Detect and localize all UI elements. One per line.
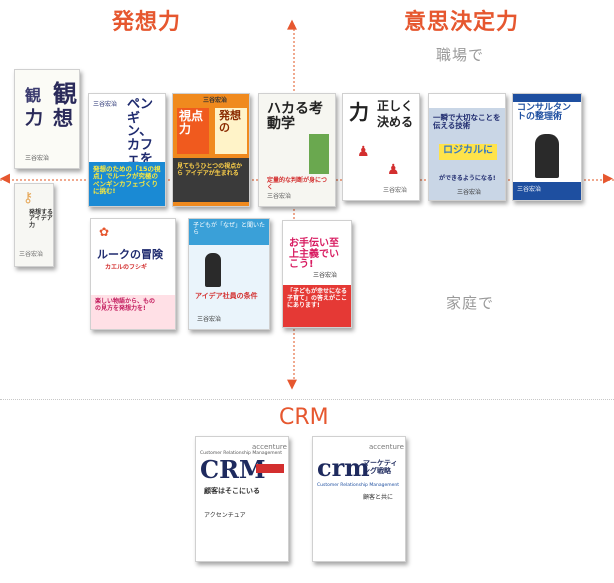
book-title: CRM [200,455,266,484]
heading-ishi-kettei: 意思決定力 [404,10,520,35]
book-brand: accenture [252,443,287,451]
book-subtitle: マーケティング戦略 [363,459,398,476]
book-otetsudai[interactable]: お手伝い至上主義でいこう! 「子どもが幸せになる子育て」の答えがここにあります!… [282,220,352,328]
book-title: アイデア社員の条件 [195,292,258,300]
arrow-left-icon: ◀ [0,171,10,186]
book-band: 子どもが「なぜ」と聞いたら [189,219,269,245]
book-author: 三谷宏治 [19,251,44,258]
person-figure [535,134,559,178]
book-subtitle: 顧客はそこにいる [204,487,260,495]
book-crm-2[interactable]: accenture crm マーケティング戦略 Customer Relatio… [312,436,406,562]
axis-label-work: 職場で [436,46,485,64]
book-banner-text: 楽しい物語から、ものの見方を発想力を! [95,298,156,312]
heading-crm: CRM [279,405,329,430]
book-band [513,94,581,102]
book-title: コンサルタントの整理術 [517,103,572,123]
figure-icon: ♟ [387,162,400,178]
book-banner-text: 「子どもが幸せになる子育て」の答えがここにあります! [287,288,348,309]
book-banner-text: 定量的な判断が身につく [267,177,328,191]
book-author: 三谷宏治 [517,186,542,193]
book-title: 観 [53,80,77,108]
book-panel [215,108,247,154]
heading-hasso: 発想力 [112,10,182,35]
book-title: 力 [25,108,43,129]
arrow-right-icon: ▶ [603,171,613,186]
book-banner-text: ができるようになる! [439,175,496,182]
book-title: ルークの冒険 [97,248,163,261]
book-banner: 発想のための「15の視点」でルークが究極のペンギンカフェづくりに挑む! [89,162,165,206]
book-title: お手伝い至上主義でいこう! [289,238,339,270]
figure-icon: ♟ [357,144,370,160]
book-luke-boken[interactable]: ✿ ルークの冒険 カエルのフシギ 楽しい物語から、ものの見方を発想力を! [90,218,176,330]
frog-icon: ✿ [99,225,110,239]
book-author: 三谷宏治 [93,101,118,108]
book-title: 観 [25,86,42,105]
arrow-up-icon: ▲ [287,17,297,32]
book-author: 三谷宏治 [383,187,408,194]
book-banner: 「子どもが幸せになる子育て」の答えがここにあります! [283,285,351,327]
book-hasso-aidea[interactable]: ⚷ 発想する アイデア力 三谷宏治 [14,183,54,267]
book-banner: 見てもうひとつの視点から アイデアが生まれる [173,158,249,202]
person-figure [205,253,221,287]
book-brand: accenture [369,443,404,451]
book-banner-text: 発想のための「15の視点」でルークが究極のペンギンカフェづくりに挑む! [93,165,161,196]
book-idea-shain[interactable]: 子どもが「なぜ」と聞いたら アイデア社員の条件 三谷宏治 [188,218,270,330]
book-title: 発想の [219,109,241,134]
candle-icon: ⚷ [23,190,34,206]
book-banner-text: 見てもうひとつの視点から アイデアが生まれる [177,163,243,177]
book-banner: 三谷宏治 [513,182,581,200]
book-author: 三谷宏治 [197,316,222,323]
book-banner-text: Customer Relationship Management [200,451,282,456]
book-author: 顧客と共に [363,494,394,501]
book-title: 力 [349,100,369,124]
edition-badge [256,464,284,473]
book-banner-text: Customer Relationship Management [317,483,399,488]
book-panel [177,108,209,154]
book-title: 視点力 [179,109,204,136]
book-title: crm [317,453,370,482]
book-title: 決める [377,115,414,129]
axis-label-home: 家庭で [446,294,495,312]
book-tadashiku-kimeru[interactable]: 力 正しく 決める ♟ ♟ 三谷宏治 [342,93,420,201]
book-crm-1[interactable]: accenture Customer Relationship Manageme… [195,436,289,562]
book-author: 三谷宏治 [267,193,292,200]
book-banner-text: ロジカルに [443,145,493,156]
book-graph [309,134,329,174]
book-hakaru-kodogaku[interactable]: ハカる考動学 定量的な判断が身につく 三谷宏治 [258,93,336,207]
book-kanso-ryoku[interactable]: 観 観 想 力 三谷宏治 [14,69,80,169]
book-author: 三谷宏治 [203,97,228,104]
book-penguin-cafe[interactable]: ペンギン、カフェをつくる 三谷宏治 発想のための「15の視点」でルークが究極のペ… [88,93,166,207]
book-title: 想 [53,106,73,130]
book-subtitle: カエルのフシギ [105,264,148,271]
book-consultant-seiri[interactable]: コンサルタントの整理術 三谷宏治 [512,93,582,201]
book-author: 三谷宏治 [25,155,50,162]
book-banner: 楽しい物語から、ものの見方を発想力を! [91,295,175,329]
book-author: 三谷宏治 [457,189,482,196]
book-panel [439,144,497,160]
book-author: 三谷宏治 [313,272,338,279]
book-banner-text: 子どもが「なぜ」と聞いたら [193,222,266,236]
book-band [429,94,505,108]
book-tsutaeru-gijutsu[interactable]: 一瞬で大切なことを伝える技術 ロジカルに ができるようになる! 三谷宏治 [428,93,506,201]
book-title: 発想する アイデア力 [29,209,54,229]
book-title: ハカる考動学 [267,101,323,132]
book-shiten-ryoku[interactable]: 三谷宏治 視点力 発想の 見てもうひとつの視点から アイデアが生まれる [172,93,250,207]
book-author: アクセンチュア [204,512,246,519]
book-title: 一瞬で大切なことを伝える技術 [433,113,501,130]
book-title: 正しく [377,99,414,113]
section-divider [0,399,614,400]
arrow-down-icon: ▼ [287,377,297,392]
